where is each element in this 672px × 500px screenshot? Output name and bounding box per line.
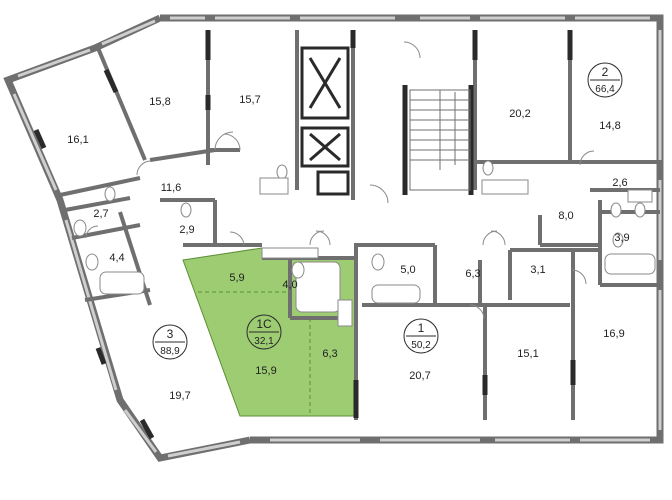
apartment-badge-1c[interactable]: 1C 32,1 [246, 314, 282, 350]
room-area-15-1: 15,1 [517, 348, 538, 360]
room-area-4-4: 4,4 [109, 252, 124, 264]
zone-dividers [198, 291, 311, 416]
room-area-20-2: 20,2 [509, 108, 530, 120]
staircase [409, 89, 471, 191]
room-area-15-8: 15,8 [149, 96, 170, 108]
room-area-5-9: 5,9 [229, 272, 244, 284]
room-area-3-9: 3,9 [614, 232, 629, 244]
room-area-2-7: 2,7 [93, 208, 108, 220]
interior-walls [59, 30, 660, 420]
room-area-14-8: 14,8 [599, 120, 620, 132]
room-area-19-7: 19,7 [169, 390, 190, 402]
room-area-2-9: 2,9 [179, 224, 194, 236]
room-area-16-1: 16,1 [67, 134, 88, 146]
room-area-6-3: 6,3 [465, 268, 480, 280]
room-area-16-9: 16,9 [603, 328, 624, 340]
elevator-shafts [300, 46, 350, 196]
room-area-11-6: 11,6 [161, 182, 182, 194]
apartment-number-1c: 1C [256, 317, 272, 331]
building-floor [8, 18, 660, 458]
room-area-8-0: 8,0 [558, 210, 573, 222]
door-swings [85, 41, 595, 320]
sanitary-fixtures [73, 160, 656, 327]
apartment-number-2: 2 [602, 65, 609, 79]
apartment-area-3: 88,9 [160, 346, 180, 357]
apartment-number-3: 3 [167, 327, 174, 341]
accent-walls [33, 30, 576, 440]
apartment-badge-2[interactable]: 2 66,4 [587, 62, 623, 98]
apartment-badge-1[interactable]: 1 50,2 [403, 318, 439, 354]
room-area-2-6: 2,6 [612, 177, 627, 189]
apartment-badge-3[interactable]: 3 88,9 [152, 324, 188, 360]
room-area-3-1: 3,1 [530, 264, 545, 276]
room-area-15-9: 15,9 [255, 365, 276, 377]
window-marks [12, 16, 662, 458]
apartment-number-1: 1 [418, 321, 425, 335]
room-area-4-0: 4,0 [282, 279, 297, 291]
apartment-area-1: 50,2 [411, 340, 431, 351]
room-area-6-3-bath: 6,3 [322, 348, 337, 360]
room-area-15-7: 15,7 [239, 94, 260, 106]
room-area-20-7: 20,7 [409, 370, 430, 382]
room-labels: 16,1 15,8 15,7 20,2 14,8 11,6 2,7 4,4 2,… [67, 94, 629, 402]
apartment-area-1c: 32,1 [254, 336, 274, 347]
room-area-5-0: 5,0 [400, 264, 415, 276]
apartment-area-2: 66,4 [595, 84, 615, 95]
